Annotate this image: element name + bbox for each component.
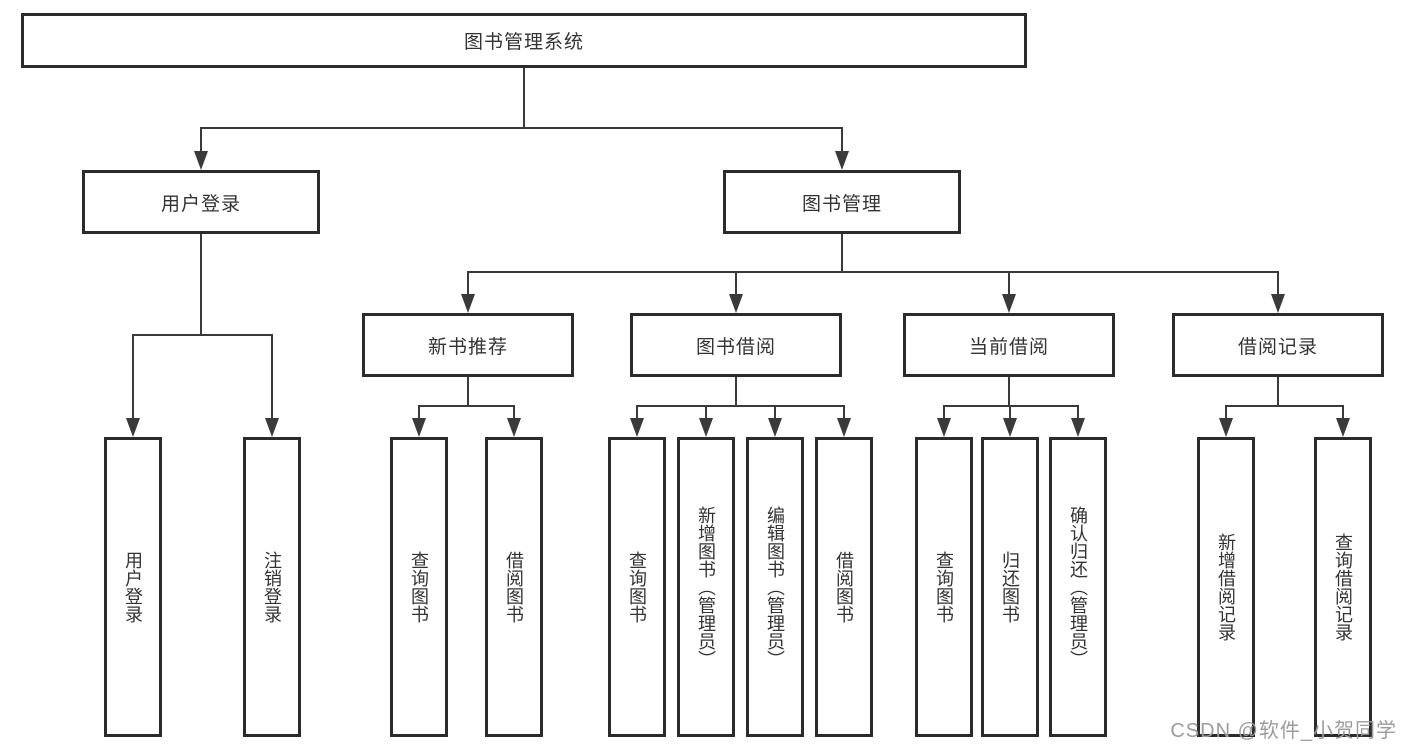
connector-line [513,406,515,418]
node-label: 用户登录 [160,193,241,215]
leaf-borrow-book-recommend: 借阅图书 [485,437,543,737]
leaf-return-book: 归还图书 [981,437,1039,737]
arrow-down-icon [937,418,951,437]
connector-line [1077,406,1079,418]
connector-line [132,334,273,336]
connector-line [1008,377,1010,406]
arrow-down-icon [1002,294,1016,313]
arrow-down-icon [1336,418,1350,437]
arrow-down-icon [126,418,140,437]
connector-line [735,272,737,295]
arrow-down-icon [507,418,521,437]
connector-line [943,406,945,418]
connector-line [467,271,1279,273]
connector-line [735,377,737,406]
connector-line [200,234,202,335]
connector-line [841,128,843,152]
leaf-label: 归还图书 [1000,551,1020,623]
leaf-label: 借阅图书 [834,551,854,623]
leaf-label: 注销登录 [262,551,282,623]
connector-line [467,272,469,295]
arrow-down-icon [837,418,851,437]
leaf-edit-book-admin: 编辑图书（管理员） [746,437,804,737]
connector-line [523,68,525,128]
arrow-down-icon [699,418,713,437]
connector-line [705,406,707,418]
node-label: 借阅记录 [1237,336,1318,358]
connector-line [467,377,469,406]
arrow-down-icon [461,294,475,313]
node-label: 当前借阅 [968,336,1049,358]
connector-line [1225,406,1227,418]
leaf-label: 用户登录 [123,551,143,623]
connector-line [1342,406,1344,418]
connector-line [271,335,273,418]
connector-line [1008,272,1010,295]
node-library-system: 图书管理系统 [21,13,1027,68]
arrow-down-icon [412,418,426,437]
node-label: 图书管理 [801,193,882,215]
connector-line [841,234,843,272]
leaf-label: 确认归还（管理员） [1068,506,1088,668]
arrow-down-icon [768,418,782,437]
arrow-down-icon [1271,294,1285,313]
arrow-down-icon [1071,418,1085,437]
node-book-borrow: 图书借阅 [630,313,842,377]
arrow-down-icon [1003,418,1017,437]
node-new-book-recommend: 新书推荐 [362,313,574,377]
leaf-label: 查询图书 [934,551,954,623]
arrow-down-icon [1219,418,1233,437]
node-current-borrow: 当前借阅 [903,313,1115,377]
node-borrow-record: 借阅记录 [1172,313,1384,377]
arrow-down-icon [194,151,208,170]
leaf-query-borrow-record: 查询借阅记录 [1314,437,1372,737]
node-user-login: 用户登录 [82,170,320,234]
leaf-label: 新增借阅记录 [1216,533,1236,641]
leaf-user-login: 用户登录 [104,437,162,737]
node-label: 图书借阅 [695,336,776,358]
leaf-query-book-borrow: 查询图书 [608,437,666,737]
connector-line [636,406,638,418]
connector-line [774,406,776,418]
leaf-query-book-current: 查询图书 [915,437,973,737]
connector-line [843,406,845,418]
leaf-label: 借阅图书 [504,551,524,623]
connector-line [943,405,1079,407]
leaf-label: 查询借阅记录 [1333,533,1353,641]
connector-line [636,405,845,407]
connector-line [1277,377,1279,406]
leaf-logout: 注销登录 [243,437,301,737]
arrow-down-icon [729,294,743,313]
connector-line [200,128,202,152]
leaf-borrow-book: 借阅图书 [815,437,873,737]
leaf-label: 新增图书（管理员） [696,506,716,668]
connector-line [1009,406,1011,418]
connector-line [200,127,843,129]
node-label: 新书推荐 [427,336,508,358]
watermark: CSDN @软件_小贺同学 [1170,720,1397,742]
node-label: 图书管理系统 [463,32,584,53]
connector-line [132,335,134,418]
connector-line [1277,272,1279,295]
arrow-down-icon [630,418,644,437]
leaf-label: 查询图书 [627,551,647,623]
leaf-label: 编辑图书（管理员） [765,506,785,668]
connector-line [1225,405,1344,407]
leaf-confirm-return-admin: 确认归还（管理员） [1049,437,1107,737]
node-book-management: 图书管理 [723,170,961,234]
arrow-down-icon [265,418,279,437]
leaf-label: 查询图书 [409,551,429,623]
leaf-add-book-admin: 新增图书（管理员） [677,437,735,737]
arrow-down-icon [835,151,849,170]
connector-line [418,405,515,407]
leaf-add-borrow-record: 新增借阅记录 [1197,437,1255,737]
leaf-query-book-recommend: 查询图书 [390,437,448,737]
connector-line [418,406,420,418]
